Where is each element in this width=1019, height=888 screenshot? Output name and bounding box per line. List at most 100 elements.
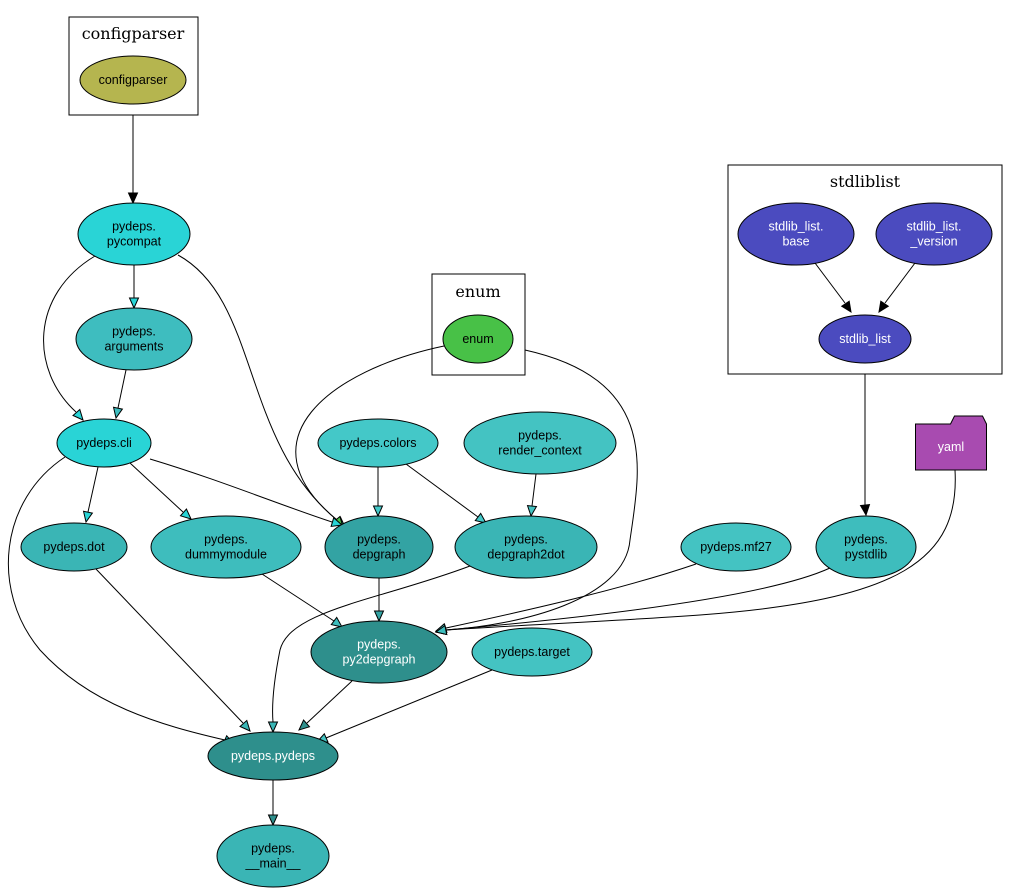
edge-line bbox=[405, 463, 479, 518]
node-ellipse bbox=[680, 522, 792, 572]
node-ellipse bbox=[77, 202, 191, 266]
node-pycompat[interactable]: pydeps.pycompat bbox=[77, 202, 191, 266]
edge-arrowhead bbox=[474, 512, 487, 524]
node-render-context[interactable]: pydeps.render_context bbox=[463, 411, 617, 475]
node-stdlib-list-version[interactable]: stdlib_list._version bbox=[875, 202, 993, 266]
node-ellipse bbox=[875, 202, 993, 266]
edge-line bbox=[117, 369, 127, 409]
node-stdlib-list[interactable]: stdlib_list bbox=[818, 314, 912, 364]
node-enum[interactable]: enum bbox=[442, 314, 514, 364]
edge-arrowhead bbox=[127, 192, 139, 205]
node-colors[interactable]: pydeps.colors bbox=[317, 418, 439, 468]
edge-line bbox=[149, 458, 333, 523]
node-depgraph[interactable]: pydeps.depgraph bbox=[324, 515, 434, 579]
cluster-title: enum bbox=[455, 282, 500, 301]
node-target[interactable]: pydeps.target bbox=[471, 627, 593, 677]
node-label: stdlib_list bbox=[839, 332, 891, 346]
edge-enum-to-py2depgraph bbox=[434, 349, 638, 636]
edge-dot-to-pydeps bbox=[95, 568, 251, 732]
edge-arrowhead bbox=[267, 814, 279, 827]
node-label: pydeps. bbox=[112, 220, 156, 234]
edge-cli-to-depgraph bbox=[149, 458, 344, 528]
edge-render_context-to-depgraph2dot bbox=[526, 473, 538, 518]
folder-shape bbox=[915, 415, 987, 471]
node-ellipse bbox=[207, 731, 339, 781]
edge-line bbox=[87, 466, 99, 513]
edge-line bbox=[129, 462, 184, 513]
node-cli[interactable]: pydeps.cli bbox=[56, 418, 152, 468]
edge-line bbox=[445, 567, 831, 631]
edge-pystdlib-to-py2depgraph bbox=[434, 567, 831, 636]
edge-mf27-to-py2depgraph bbox=[434, 563, 697, 634]
edge-cli-to-dummymodule bbox=[129, 462, 192, 520]
node-label: pydeps. bbox=[357, 533, 401, 547]
edge-arrowhead bbox=[373, 610, 385, 623]
node-depgraph2dot[interactable]: pydeps.depgraph2dot bbox=[454, 515, 598, 579]
edge-arrowhead bbox=[878, 300, 890, 314]
node-pydeps[interactable]: pydeps.pydeps bbox=[207, 731, 339, 781]
edge-line bbox=[95, 568, 244, 724]
edges-layer bbox=[7, 115, 956, 827]
node-ellipse bbox=[20, 522, 128, 572]
node-label: enum bbox=[462, 332, 493, 346]
edge-pycompat-to-depgraph bbox=[177, 254, 346, 528]
node-py2depgraph[interactable]: pydeps.py2depgraph bbox=[310, 620, 448, 684]
edge-depgraph-to-py2depgraph bbox=[373, 578, 385, 623]
node-pystdlib[interactable]: pydeps.pystdlib bbox=[815, 515, 917, 579]
node-label: pydeps. bbox=[357, 638, 401, 652]
edge-line bbox=[445, 563, 697, 629]
edge-line bbox=[272, 565, 471, 723]
node-label: py2depgraph bbox=[343, 653, 416, 667]
cluster-title: configparser bbox=[82, 24, 185, 43]
edge-dummymodule-to-py2depgraph bbox=[261, 573, 343, 628]
node-configparser[interactable]: configparser bbox=[79, 55, 187, 105]
node-dot[interactable]: pydeps.dot bbox=[20, 522, 128, 572]
node-label: dummymodule bbox=[185, 548, 267, 562]
edge-py2depgraph-to-pydeps bbox=[298, 680, 353, 731]
node-label: pydeps. bbox=[112, 325, 156, 339]
node-label: pydeps.mf27 bbox=[700, 540, 772, 554]
node-label: pydeps. bbox=[504, 533, 548, 547]
node-ellipse bbox=[56, 418, 152, 468]
edge-line bbox=[445, 349, 638, 631]
edge-line bbox=[531, 473, 537, 507]
cluster-title: stdliblist bbox=[830, 172, 901, 191]
node-ellipse bbox=[310, 620, 448, 684]
edge-colors-to-depgraph bbox=[372, 467, 384, 518]
node-ellipse bbox=[75, 307, 193, 371]
edge-colors-to-depgraph2dot bbox=[405, 463, 487, 524]
node-mf27[interactable]: pydeps.mf27 bbox=[680, 522, 792, 572]
edge-arrowhead bbox=[372, 505, 384, 518]
edge-stdlib_list_base-to-stdlib_list bbox=[814, 262, 852, 314]
node-label: base bbox=[782, 235, 809, 249]
node-ellipse bbox=[79, 55, 187, 105]
edge-arrowhead bbox=[434, 624, 448, 636]
edge-arrowhead bbox=[267, 721, 279, 734]
node-ellipse bbox=[471, 627, 593, 677]
edge-arrowhead bbox=[239, 719, 251, 732]
node-label: arguments bbox=[104, 340, 163, 354]
node-label: pydeps. bbox=[844, 533, 888, 547]
edge-arrowhead bbox=[330, 516, 344, 528]
node-label: __main__ bbox=[245, 857, 302, 871]
edge-line bbox=[445, 469, 956, 631]
node-arguments[interactable]: pydeps.arguments bbox=[75, 307, 193, 371]
node-label: _version bbox=[909, 235, 957, 249]
node-yaml[interactable]: yaml bbox=[915, 415, 987, 471]
edge-depgraph2dot-to-pydeps bbox=[267, 565, 471, 734]
node-ellipse bbox=[324, 515, 434, 579]
node-ellipse bbox=[737, 202, 855, 266]
edge-line bbox=[306, 680, 353, 724]
node-ellipse bbox=[150, 515, 302, 579]
nodes-layer: configparser enum stdlib_list.base stdlib_l… bbox=[20, 55, 993, 888]
node-label: depgraph bbox=[353, 548, 406, 562]
node-main[interactable]: pydeps.__main__ bbox=[216, 824, 330, 888]
edge-arrowhead bbox=[128, 297, 140, 310]
edge-configparser-to-pycompat bbox=[127, 115, 139, 205]
node-stdlib-list-base[interactable]: stdlib_list.base bbox=[737, 202, 855, 266]
edge-arrowhead bbox=[72, 408, 84, 421]
node-dummymodule[interactable]: pydeps.dummymodule bbox=[150, 515, 302, 579]
edge-stdlib_list-to-pystdlib bbox=[859, 374, 871, 517]
node-label: configparser bbox=[99, 73, 168, 87]
